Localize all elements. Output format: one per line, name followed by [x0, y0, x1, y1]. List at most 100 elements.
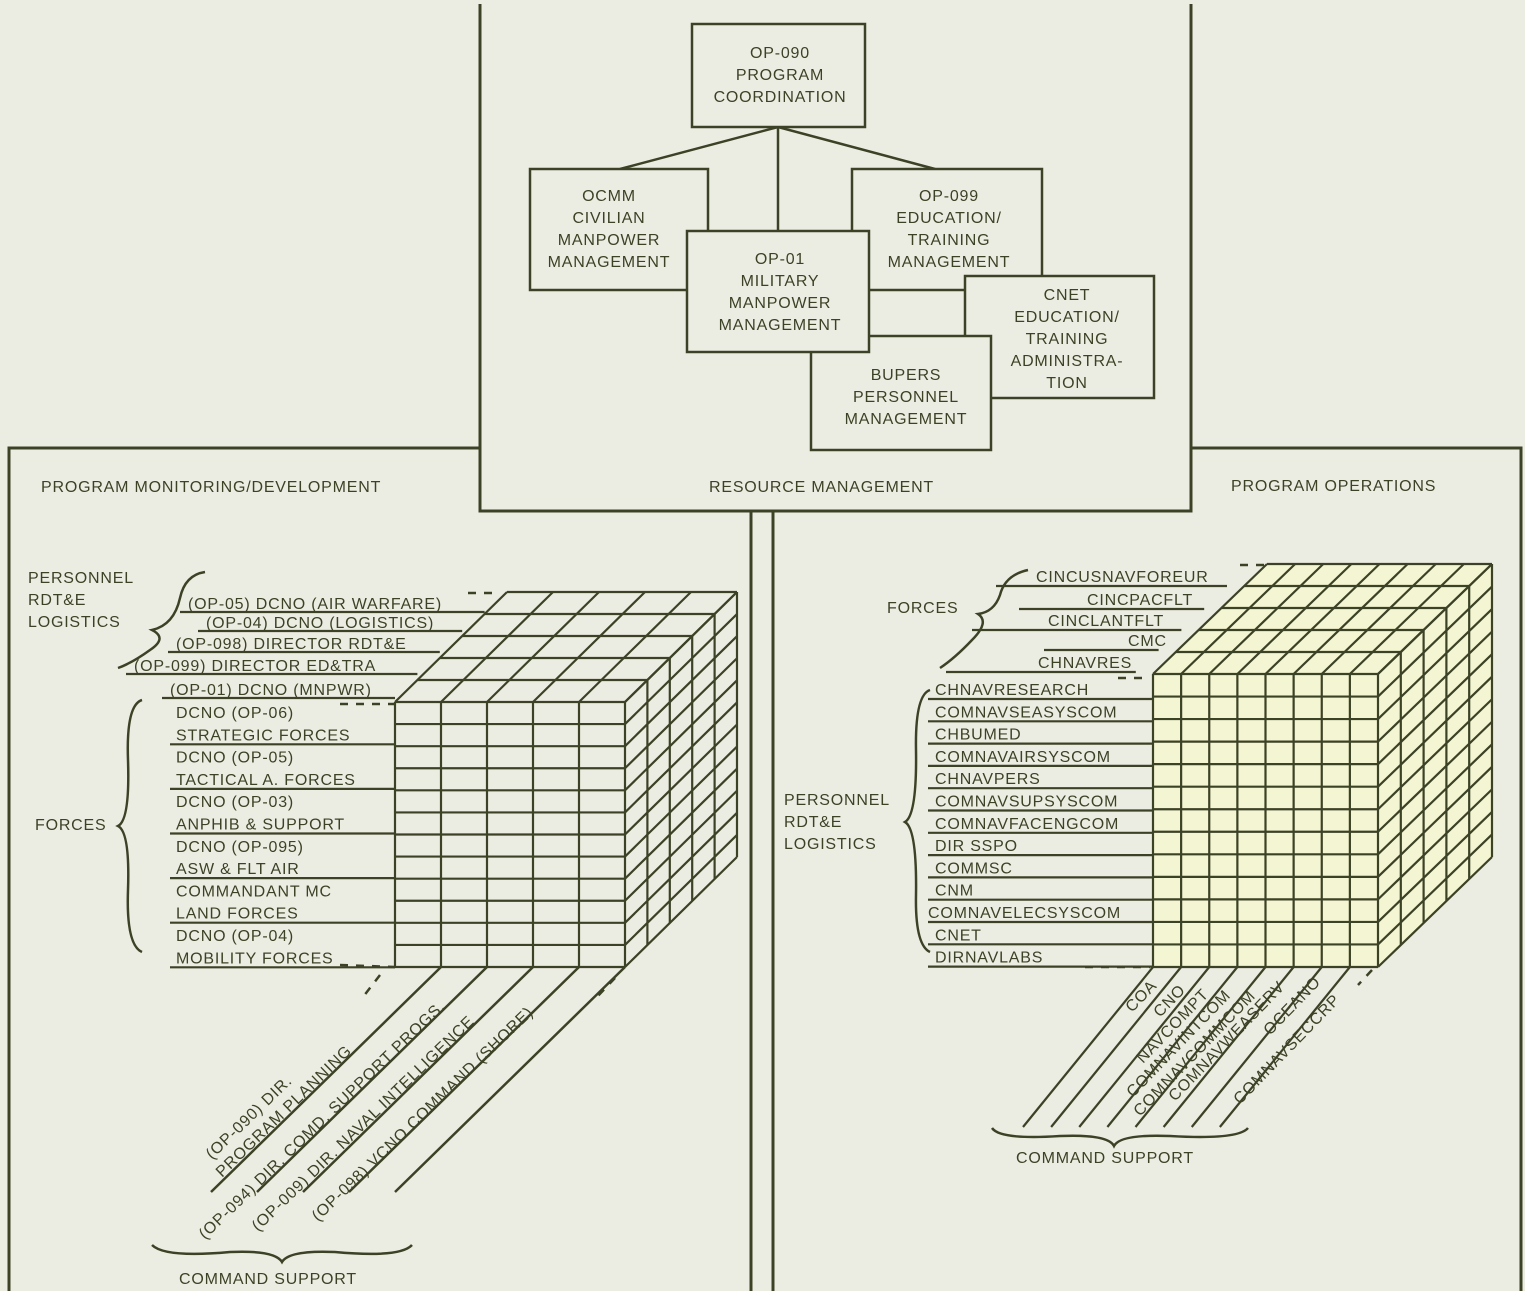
right-row-label: COMNAVSUPSYSCOM — [935, 794, 1118, 811]
top-panel-frame — [478, 4, 1193, 513]
right-row-label: DIR SSPO — [935, 838, 1018, 855]
right-command-brace — [990, 1127, 1249, 1149]
grid-line — [1264, 563, 1381, 675]
box-cnet-line: ADMINISTRA- — [1011, 353, 1124, 370]
box-op01-line: MANAGEMENT — [719, 317, 842, 334]
right-row-label: CHNAVPERS — [935, 771, 1041, 788]
grid-line — [1357, 969, 1373, 986]
right-row-label: CHNAVRESEARCH — [935, 682, 1089, 699]
grid-line — [1377, 563, 1493, 675]
right-cube — [1151, 562, 1494, 969]
right-row-label: COMNAVFACENGCOM — [935, 816, 1119, 833]
grid-line — [1377, 833, 1493, 946]
box-cnet-line: CNET — [1044, 287, 1091, 304]
right-panel-title: PROGRAM OPERATIONS — [1231, 478, 1436, 495]
grid-line — [1190, 966, 1323, 1128]
box-bupers: BUPERS PERSONNEL MANAGEMENT — [809, 334, 993, 452]
grid-line — [394, 591, 508, 703]
grid-line — [1152, 563, 1268, 675]
left-forces-row-label: STRATEGIC FORCES — [176, 727, 350, 744]
left-top-row-label: (OP-05) DCNO (AIR WARFARE) — [188, 596, 442, 613]
box-ocmm-line: MANPOWER — [558, 232, 660, 249]
right-row-label: CNET — [935, 927, 982, 944]
grid-line — [1377, 856, 1493, 968]
grid-line — [777, 125, 936, 171]
grid-line — [362, 974, 381, 998]
box-op090-line: OP-090 — [750, 45, 810, 62]
grid-line — [624, 635, 738, 747]
grid-line — [578, 591, 692, 703]
right-row-label: DIRNAVLABS — [935, 950, 1043, 967]
right-forces-row-label: CMC — [1128, 633, 1167, 650]
left-panel-title: PROGRAM MONITORING/DEVELOPMENT — [41, 479, 381, 496]
grid-line — [1377, 788, 1493, 901]
left-cube — [393, 590, 739, 969]
grid-line — [1106, 966, 1239, 1128]
top-boxes: OP-090PROGRAMCOORDINATIONOCMMCIVILIANMAN… — [528, 22, 1156, 452]
grid-line — [394, 966, 626, 1193]
right-command-support-label: COMMAND SUPPORT — [1016, 1150, 1194, 1167]
box-op099-line: MANAGEMENT — [888, 254, 1011, 271]
grid-line — [624, 856, 738, 968]
grid-line — [1349, 563, 1465, 675]
grid-line — [1292, 563, 1409, 675]
right-forces-row-label: CINCPACFLT — [1087, 592, 1193, 609]
box-bupers-line: PERSONNEL — [853, 389, 959, 406]
box-op01-line: MANPOWER — [729, 295, 831, 312]
grid-line — [624, 613, 738, 725]
box-cnet-line: TRAINING — [1026, 331, 1109, 348]
right-forces-row-label: CINCUSNAVFOREUR — [1036, 569, 1209, 586]
grid-line — [1377, 720, 1493, 833]
left-diagonal-label: (OP-098) VCNO COMMAND (SHORE) — [309, 1004, 537, 1225]
right-forces-label: FORCES — [887, 600, 958, 617]
grid-line — [1377, 698, 1493, 811]
right-side-label: LOGISTICS — [784, 836, 877, 853]
box-ocmm-line: CIVILIAN — [572, 210, 645, 227]
grid-line — [624, 812, 738, 924]
grid-line — [1050, 966, 1182, 1128]
grid-line — [1022, 966, 1154, 1128]
grid-line — [1377, 811, 1493, 923]
grid-line — [532, 591, 646, 703]
left-forces-row-label: MOBILITY FORCES — [176, 950, 334, 967]
left-panel-frame — [7, 446, 480, 1291]
right-row-label: COMNAVAIRSYSCOM — [935, 749, 1111, 766]
left-forces-row-label: DCNO (OP-04) — [176, 928, 294, 945]
panel-frames — [7, 4, 1523, 1291]
grid-line — [1236, 563, 1353, 675]
right-rows-brace — [902, 688, 931, 954]
grid-line — [624, 789, 738, 902]
left-forces-row-label: LAND FORCES — [176, 906, 299, 923]
right-forces-row-label: CINCLANTFLT — [1048, 613, 1164, 630]
left-forces-row-label: DCNO (OP-095) — [176, 839, 304, 856]
left-top-row-label: (OP-01) DCNO (MNPWR) — [170, 682, 372, 699]
box-bupers-line: MANAGEMENT — [845, 411, 968, 428]
grid-line — [1377, 675, 1493, 788]
grid-line — [1134, 966, 1267, 1128]
grid-line — [1208, 563, 1325, 675]
grid-line — [594, 977, 616, 1000]
box-bupers-line: BUPERS — [871, 367, 942, 384]
right-row-label: CHBUMED — [935, 727, 1022, 744]
left-side-label: PERSONNEL — [28, 570, 134, 587]
cube-side-face — [1378, 564, 1492, 967]
grid-line — [1377, 608, 1493, 720]
grid-line — [624, 701, 738, 814]
right-side-label: RDT&E — [784, 814, 842, 831]
box-op090-line: PROGRAM — [736, 67, 824, 84]
left-side-label: RDT&E — [28, 592, 86, 609]
right-row-label: CNM — [935, 883, 974, 900]
grid-line — [1180, 563, 1296, 675]
grid-line — [440, 591, 554, 703]
grid-line — [624, 767, 738, 880]
left-side-label: LOGISTICS — [28, 614, 121, 631]
right-row-label: COMNAVELECSYSCOM — [928, 905, 1121, 922]
box-op01-line: OP-01 — [755, 251, 805, 268]
